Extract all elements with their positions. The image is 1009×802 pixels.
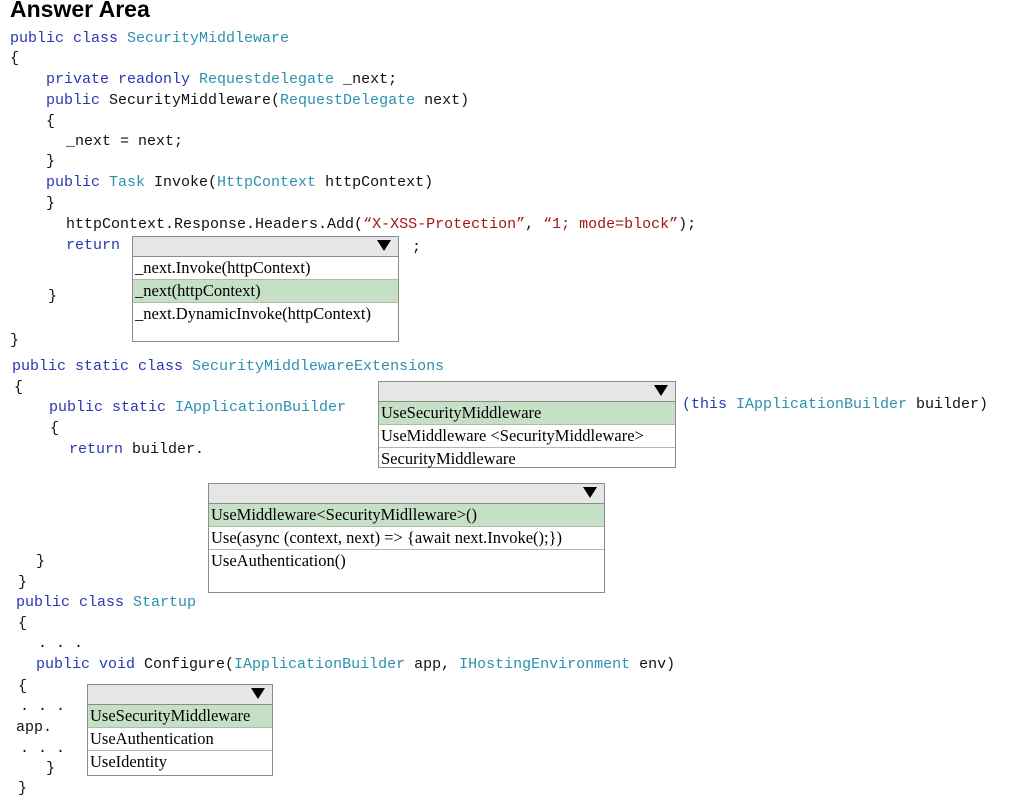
dropdown-option[interactable]: UseAuthentication	[88, 728, 272, 751]
code-line-ctor: public SecurityMiddleware(RequestDelegat…	[46, 92, 470, 109]
dropdown-option-selected[interactable]: UseMiddleware<SecurityMidlleware>()	[209, 504, 604, 527]
code-line-class-decl: public class SecurityMiddleware	[10, 30, 290, 47]
dropdown-option[interactable]: Use(async (context, next) => {await next…	[209, 527, 604, 550]
code-brace: }	[46, 195, 56, 212]
code-brace: }	[36, 553, 46, 570]
dropdown-header[interactable]	[379, 382, 675, 402]
code-brace: }	[10, 332, 20, 349]
code-line-headers: httpContext.Response.Headers.Add(“X-XSS-…	[66, 216, 697, 233]
app-method-dropdown[interactable]: UseSecurityMiddleware UseAuthentication …	[87, 684, 273, 776]
page-title: Answer Area	[10, 0, 150, 22]
code-brace: }	[18, 780, 28, 797]
code-brace: }	[46, 153, 56, 170]
code-line-configure: public void Configure(IApplicationBuilde…	[36, 656, 676, 673]
triangle-down-icon[interactable]	[251, 688, 265, 699]
code-brace: }	[46, 760, 56, 777]
dropdown-header[interactable]	[209, 484, 604, 504]
triangle-down-icon[interactable]	[654, 385, 668, 396]
code-line-ext-params: (this IApplicationBuilder builder)	[682, 396, 989, 413]
dropdown-option[interactable]: SecurityMiddleware	[381, 449, 516, 468]
dropdown-option-selected[interactable]: UseSecurityMiddleware	[379, 402, 675, 425]
dropdown-option[interactable]: _next.DynamicInvoke(httpContext)	[135, 304, 371, 323]
return-expression-dropdown[interactable]: _next.Invoke(httpContext) _next(httpCont…	[132, 236, 399, 342]
triangle-down-icon[interactable]	[583, 487, 597, 498]
dropdown-header[interactable]	[133, 237, 398, 257]
dropdown-header[interactable]	[88, 685, 272, 705]
code-ellipsis: . . .	[20, 698, 66, 715]
code-line-invoke: public Task Invoke(HttpContext httpConte…	[46, 174, 434, 191]
code-brace: {	[18, 678, 28, 695]
code-line-app: app.	[16, 719, 53, 736]
code-brace: {	[10, 50, 20, 67]
triangle-down-icon[interactable]	[377, 240, 391, 251]
code-brace: {	[50, 420, 60, 437]
dropdown-option-selected[interactable]: _next(httpContext)	[133, 280, 398, 303]
code-ellipsis: . . .	[20, 740, 66, 757]
code-ellipsis: . . .	[38, 635, 84, 652]
code-return-keyword: return	[66, 237, 121, 254]
code-brace: }	[18, 574, 28, 591]
code-line-startup-decl: public class Startup	[16, 594, 197, 611]
code-line-field: private readonly Requestdelegate _next;	[46, 71, 398, 88]
code-brace: {	[14, 379, 24, 396]
dropdown-option[interactable]: UseMiddleware <SecurityMiddleware>	[379, 425, 675, 448]
dropdown-option[interactable]: UseIdentity	[90, 752, 167, 771]
code-line-ext-method: public static IApplicationBuilder	[49, 399, 347, 416]
code-brace: {	[46, 113, 56, 130]
extension-method-name-dropdown[interactable]: UseSecurityMiddleware UseMiddleware <Sec…	[378, 381, 676, 468]
code-brace: {	[18, 615, 28, 632]
dropdown-option[interactable]: _next.Invoke(httpContext)	[133, 257, 398, 280]
dropdown-option[interactable]: UseAuthentication()	[211, 551, 346, 570]
code-brace: }	[48, 288, 58, 305]
code-line-assign: _next = next;	[66, 133, 184, 150]
code-line-return-builder: return builder.	[69, 441, 205, 458]
code-line-extensions-decl: public static class SecurityMiddlewareEx…	[12, 358, 445, 375]
builder-call-dropdown[interactable]: UseMiddleware<SecurityMidlleware>() Use(…	[208, 483, 605, 593]
code-semicolon: ;	[412, 239, 422, 256]
dropdown-option-selected[interactable]: UseSecurityMiddleware	[88, 705, 272, 728]
